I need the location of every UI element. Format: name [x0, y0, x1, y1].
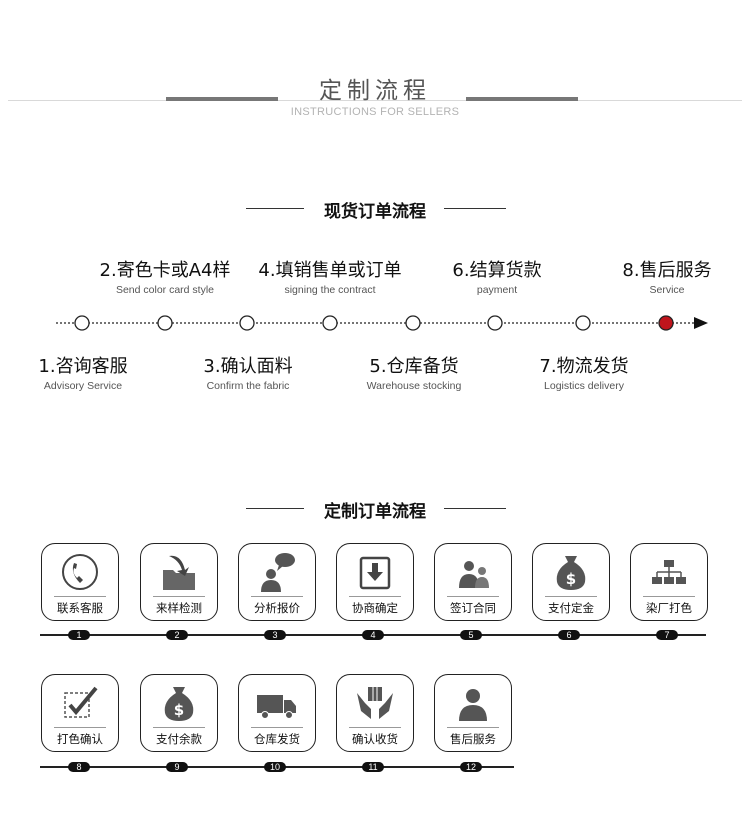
step-subtitle: Confirm the fabric	[206, 380, 290, 392]
person-icon	[459, 689, 487, 721]
checkbox-icon	[64, 686, 98, 718]
timeline-step-4: 4.填销售单或订单 signing the contract	[240, 256, 420, 296]
card-label: 染厂打色	[646, 601, 692, 615]
card-label: 确认收货	[352, 732, 398, 746]
card-label: 售后服务	[450, 732, 496, 746]
process-card-2: 来样检测	[140, 543, 218, 621]
process-card-11: 确认收货	[336, 674, 414, 752]
timeline-node-7	[575, 315, 591, 331]
step-title: 5.仓库备货	[369, 356, 459, 377]
section-rule-right	[444, 508, 506, 509]
hands-box-icon	[357, 687, 393, 719]
custom-section-title: 定制订单流程	[324, 502, 426, 522]
timeline-step-2: 2.寄色卡或A4样 Send color card style	[75, 256, 255, 296]
page-subtitle: INSTRUCTIONS FOR SELLERS	[290, 106, 460, 118]
step-number-badge: 12	[460, 762, 482, 772]
header-divider	[8, 100, 742, 101]
section-rule-right	[444, 208, 506, 209]
process-card-10: 仓库发货	[238, 674, 316, 752]
step-number-badge: 9	[166, 762, 188, 772]
step-subtitle: Logistics delivery	[544, 380, 624, 392]
card-label: 来样检测	[156, 601, 202, 615]
step-number-badge: 5	[460, 630, 482, 640]
stock-section-title: 现货订单流程	[324, 202, 426, 222]
truck-icon	[257, 695, 296, 719]
timeline-step-1: 1.咨询客服 Advisory Service	[0, 352, 173, 392]
step-title: 7.物流发货	[539, 356, 629, 377]
step-subtitle: Service	[649, 284, 685, 296]
timeline-node-8-active	[658, 315, 674, 331]
money-bag-icon: $	[556, 556, 586, 590]
card-label: 支付定金	[548, 601, 594, 615]
step-number-badge: 1	[68, 630, 90, 640]
header-bar-left	[166, 97, 278, 101]
timeline-node-4	[322, 315, 338, 331]
process-card-5: 签订合同	[434, 543, 512, 621]
process-card-8: 打色确认	[41, 674, 119, 752]
timeline-node-3	[239, 315, 255, 331]
card-label: 协商确定	[352, 601, 398, 615]
process-card-9: $ 支付余款	[140, 674, 218, 752]
card-label: 仓库发货	[254, 732, 300, 746]
step-title: 2.寄色卡或A4样	[99, 260, 231, 281]
svg-text:$: $	[174, 701, 184, 719]
process-card-1: 联系客服	[41, 543, 119, 621]
step-number-badge: 8	[68, 762, 90, 772]
step-title: 4.填销售单或订单	[258, 260, 402, 281]
people-icon	[459, 561, 489, 588]
card-label: 支付余款	[156, 732, 202, 746]
step-title: 1.咨询客服	[38, 356, 128, 377]
money-bag-icon: $	[164, 687, 194, 721]
timeline-step-7: 7.物流发货 Logistics delivery	[494, 352, 674, 392]
step-subtitle: Warehouse stocking	[366, 380, 462, 392]
consultant-icon	[261, 553, 295, 592]
header-bar-right	[466, 97, 578, 101]
timeline-node-6	[487, 315, 503, 331]
timeline-node-2	[157, 315, 173, 331]
step-subtitle: Send color card style	[115, 284, 215, 296]
card-label: 联系客服	[57, 601, 103, 615]
svg-text:$: $	[566, 570, 576, 588]
section-rule-left	[246, 208, 304, 209]
folder-icon	[163, 555, 195, 590]
step-subtitle: payment	[476, 284, 518, 296]
step-title: 8.售后服务	[622, 260, 712, 281]
process-card-12: 售后服务	[434, 674, 512, 752]
card-label: 签订合同	[450, 601, 496, 615]
step-number-badge: 2	[166, 630, 188, 640]
timeline-step-5: 5.仓库备货 Warehouse stocking	[324, 352, 504, 392]
process-card-6: $ 支付定金	[532, 543, 610, 621]
step-number-badge: 3	[264, 630, 286, 640]
timeline-track	[56, 315, 708, 331]
step-number-badge: 4	[362, 630, 384, 640]
hierarchy-icon	[652, 560, 686, 584]
phone-icon	[62, 554, 98, 590]
page-title: 定制流程	[319, 78, 431, 104]
download-box-icon	[359, 556, 391, 590]
timeline-node-5	[405, 315, 421, 331]
process-card-7: 染厂打色	[630, 543, 708, 621]
step-number-badge: 7	[656, 630, 678, 640]
step-subtitle: signing the contract	[284, 284, 376, 296]
step-number-badge: 10	[264, 762, 286, 772]
step-title: 3.确认面料	[203, 356, 293, 377]
step-number-badge: 11	[362, 762, 384, 772]
timeline-node-1	[74, 315, 90, 331]
card-label: 打色确认	[57, 732, 103, 746]
timeline-step-6: 6.结算货款 payment	[407, 256, 587, 296]
section-rule-left	[246, 508, 304, 509]
step-number-badge: 6	[558, 630, 580, 640]
card-label: 分析报价	[254, 601, 300, 615]
process-card-4: 协商确定	[336, 543, 414, 621]
timeline-step-3: 3.确认面料 Confirm the fabric	[158, 352, 338, 392]
timeline-step-8: 8.售后服务 Service	[577, 256, 750, 296]
process-card-3: 分析报价	[238, 543, 316, 621]
step-title: 6.结算货款	[452, 260, 542, 281]
step-subtitle: Advisory Service	[43, 380, 123, 392]
